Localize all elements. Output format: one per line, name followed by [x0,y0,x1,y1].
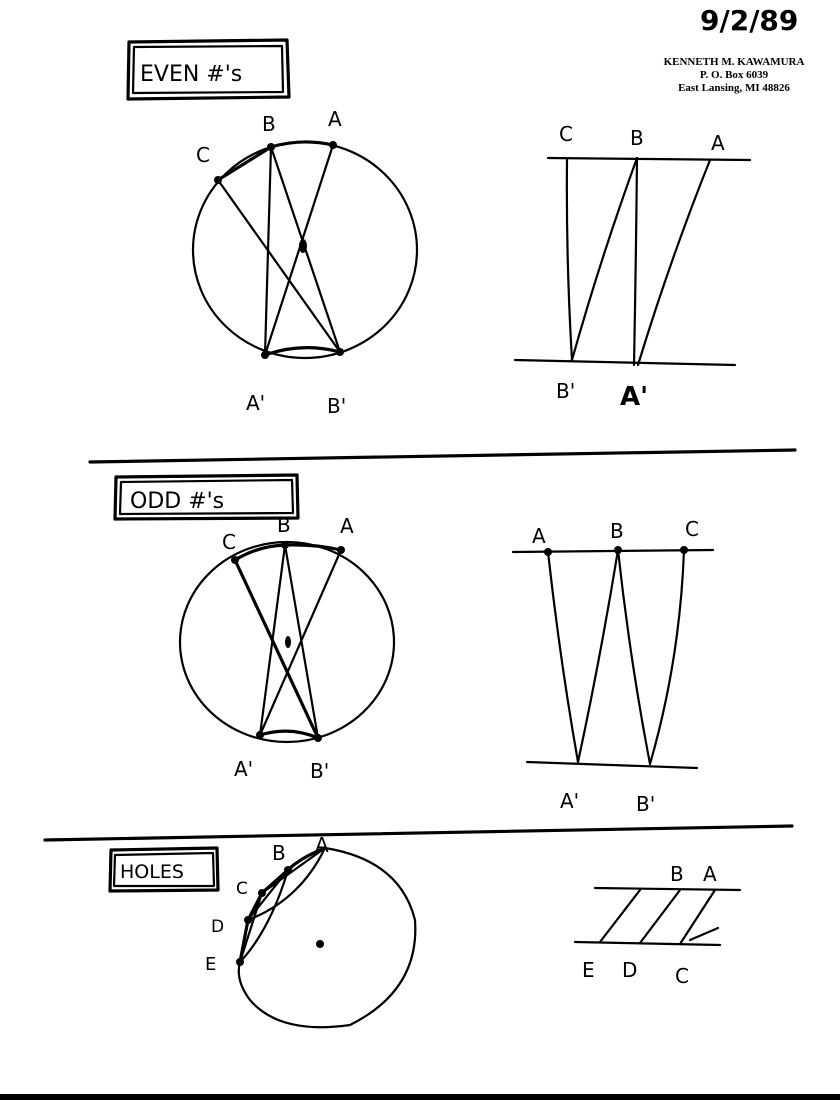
even-circle-label-c: C [196,143,210,167]
divider [88,448,797,464]
odd-title: ODD #'s [130,489,224,514]
even-ladder-label-a-prime: A' [620,382,648,412]
even-chords [216,140,342,357]
even-circle-label-b: B [262,112,276,136]
odd-points [231,541,345,742]
holes-ladder [573,886,742,947]
odd-ladder-label-b: B [610,519,624,543]
address-block: KENNETH M. KAWAMURA P. O. Box 6039 East … [636,56,832,95]
holes-circle-label-b: B [272,841,286,865]
even-ladder [513,156,752,367]
odd-ladder-label-c: C [685,517,699,541]
holes-circle-label-a: A [315,833,329,857]
even-points [214,141,344,359]
address-name: KENNETH M. KAWAMURA [663,56,805,68]
even-ladder-label-b: B [630,126,644,150]
holes-title: HOLES [120,861,184,883]
holes-ladder-label-e: E [582,958,595,982]
even-ladder-label-c: C [559,122,573,146]
odd-ladder-label-a-prime: A' [560,789,579,813]
even-title-box [126,38,291,101]
even-circle-label-a: A [328,107,342,131]
holes-circle-label-e: E [205,954,216,975]
even-title: EVEN #'s [140,62,242,87]
even-section: EVEN #'s C B A A' B' C B A [126,38,752,418]
holes-points [236,866,324,966]
holes-ladder-label-c: C [675,964,689,988]
holes-title-box [108,846,220,893]
even-circle-label-a-prime: A' [246,391,265,415]
holes-circle-label-d: D [211,917,224,937]
odd-ladder-points [544,546,688,556]
holes-title-box-inner [112,851,216,888]
scan-edge-bar [0,1094,840,1100]
even-ladder-label-a: A [711,131,725,155]
odd-section: ODD #'s C B A A' B' A [113,473,715,816]
holes-chords [238,846,327,964]
holes-circle [237,846,417,1029]
holes-ladder-label-d: D [622,958,637,982]
odd-ladder [511,548,715,770]
holes-circle-label-c: C [236,879,248,899]
divider [43,824,794,842]
odd-circle-label-a-prime: A' [234,757,253,781]
even-title-box-inner [131,44,285,95]
odd-circle-label-b: B [277,513,291,537]
even-ladder-label-b-prime: B' [556,379,575,403]
odd-title-box-inner [118,478,295,516]
odd-title-box [113,473,300,521]
even-circle-label-b-prime: B' [327,394,346,418]
odd-ladder-label-a: A [532,524,546,548]
odd-circle-label-c: C [222,530,236,554]
date: 9/2/89 [700,4,798,37]
holes-ladder-label-a: A [703,862,717,886]
odd-circle-label-b-prime: B' [310,759,329,783]
odd-circle-label-a: A [340,514,354,538]
holes-ladder-label-b: B [670,862,684,886]
odd-ladder-label-b-prime: B' [636,792,655,816]
address-line1: P. O. Box 6039 [699,69,769,81]
address-line2: East Lansing, MI 48826 [678,82,790,94]
holes-section: HOLES B A C D E B A E D C [108,833,742,1029]
